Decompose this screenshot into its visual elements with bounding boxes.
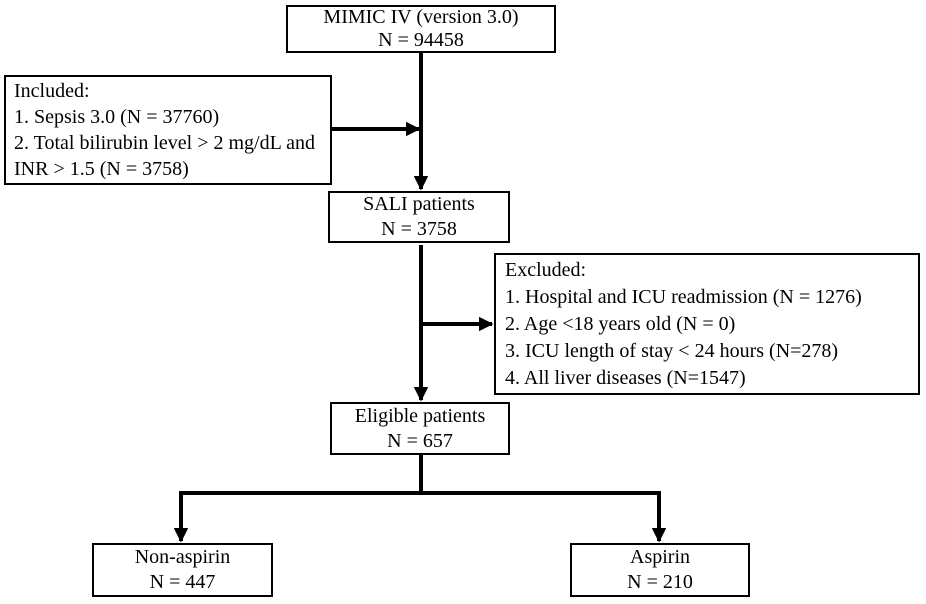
node-aspirin-title: Aspirin <box>630 546 690 568</box>
node-excluded-title: Excluded: <box>505 259 587 281</box>
node-non-aspirin: Non-aspirin N = 447 <box>92 543 273 597</box>
node-aspirin-count: N = 210 <box>627 571 693 593</box>
node-non-aspirin-title: Non-aspirin <box>134 546 231 568</box>
node-excluded-item: 3. ICU length of stay < 24 hours (N=278) <box>505 340 839 362</box>
node-included-title: Included: <box>14 80 90 102</box>
node-sali-count: N = 3758 <box>381 218 457 240</box>
node-eligible: Eligible patients N = 657 <box>330 402 510 455</box>
node-excluded-item: 2. Age <18 years old (N = 0) <box>505 313 736 335</box>
node-excluded-item: 4. All liver diseases (N=1547) <box>505 367 746 389</box>
node-mimic-count: N = 94458 <box>378 29 464 51</box>
node-aspirin: Aspirin N = 210 <box>570 543 750 597</box>
node-eligible-title: Eligible patients <box>354 404 486 427</box>
node-included: Included: 1. Sepsis 3.0 (N = 37760) 2. T… <box>4 75 332 185</box>
node-excluded-item: 1. Hospital and ICU readmission (N = 127… <box>505 286 862 308</box>
node-included-item: 1. Sepsis 3.0 (N = 37760) <box>14 106 220 128</box>
node-included-item: 2. Total bilirubin level > 2 mg/dL and I… <box>14 132 315 180</box>
node-sali: SALI patients N = 3758 <box>328 191 510 243</box>
node-mimic-title: MIMIC IV (version 3.0) <box>323 6 519 28</box>
node-excluded: Excluded: 1. Hospital and ICU readmissio… <box>494 253 920 395</box>
node-eligible-count: N = 657 <box>387 429 453 452</box>
node-sali-title: SALI patients <box>363 193 475 215</box>
node-mimic: MIMIC IV (version 3.0) N = 94458 <box>286 5 556 53</box>
node-non-aspirin-count: N = 447 <box>149 571 216 593</box>
